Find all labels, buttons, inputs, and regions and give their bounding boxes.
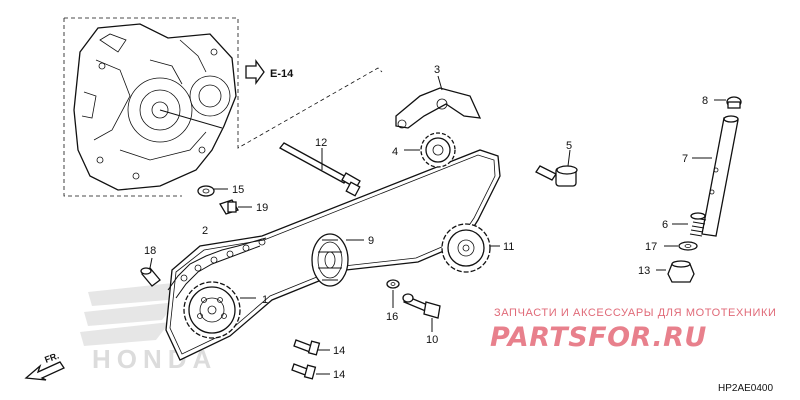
tensioner-spring-6: [689, 212, 707, 237]
sealing-plug-13: [667, 260, 695, 283]
callout-1: 1: [262, 294, 268, 306]
idler-sprocket-11: [441, 223, 491, 273]
callout-11: 11: [503, 241, 514, 253]
callout-18: 18: [144, 245, 156, 257]
callout-3: 3: [434, 64, 440, 76]
callout-15: 15: [232, 184, 244, 196]
bolt-10: [402, 293, 441, 319]
callout-17: 17: [645, 241, 657, 253]
callout-14-upper: 14: [333, 345, 345, 357]
tensioner-bolt-8: [726, 96, 742, 109]
bolt-5: [535, 165, 578, 187]
tensioner-rod-7: [701, 115, 739, 237]
callout-10: 10: [426, 334, 438, 346]
callout-7: 7: [682, 153, 688, 165]
honda-wing-watermark: [80, 282, 182, 346]
callout-5: 5: [566, 140, 572, 152]
reference-label: E-14: [270, 68, 294, 80]
callout-13: 13: [638, 265, 650, 277]
callout-6: 6: [662, 219, 668, 231]
callout-19: 19: [256, 202, 268, 214]
chain-links: [167, 237, 267, 299]
callout-12: 12: [315, 137, 327, 149]
chain-guide-shaft-12: [279, 142, 361, 197]
diagram-code: HP2AE0400: [718, 383, 773, 394]
bolt-19: [219, 199, 239, 215]
dowel-pin-18: [140, 267, 161, 287]
crankcase-assembly: [63, 17, 383, 197]
idler-sprocket-4: [420, 132, 456, 168]
bolt-14-upper: [293, 339, 321, 356]
washer-16: [386, 279, 400, 289]
front-direction-arrow-icon: [24, 361, 65, 381]
chain-roller-9: [311, 233, 349, 287]
callout-8: 8: [702, 95, 708, 107]
washer-17: [678, 241, 698, 251]
washer-15: [197, 185, 215, 197]
tensioner-bracket-3: [395, 87, 482, 129]
dashed-outline: [63, 17, 383, 197]
callout-4: 4: [392, 146, 398, 158]
drive-sprocket-1: [183, 281, 241, 339]
watermark-tagline: ЗАПЧАСТИ И АКСЕССУАРЫ ДЛЯ МОТОТЕХНИКИ: [494, 307, 776, 319]
front-direction-label: FR.: [43, 351, 60, 365]
callout-9: 9: [368, 235, 374, 247]
callout-16: 16: [386, 311, 398, 323]
watermark-logo: PARTSFOR.RU: [490, 322, 707, 353]
callout-2: 2: [202, 225, 208, 237]
callout-14-lower: 14: [333, 369, 345, 381]
reference-arrow-icon: [245, 59, 265, 85]
bolt-14-lower: [291, 363, 317, 380]
